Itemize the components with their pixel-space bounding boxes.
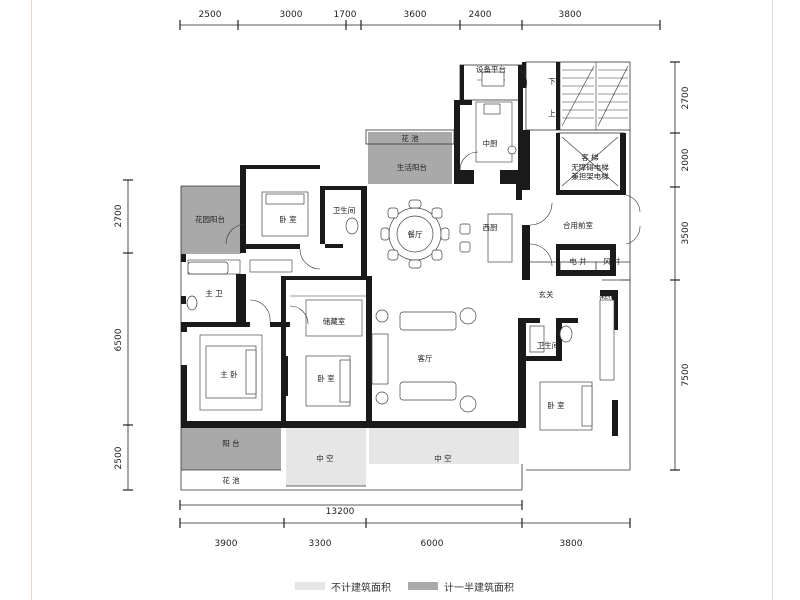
left-dim-1: 2700 bbox=[114, 204, 124, 227]
sofa-bottom bbox=[399, 381, 457, 401]
label-void-left: 中 空 bbox=[316, 453, 333, 463]
thin-outlines bbox=[180, 61, 631, 491]
label-shoe-cabinet: 鞋柜 bbox=[601, 290, 616, 300]
label-stair-up: 上 bbox=[548, 109, 556, 118]
bottom-balcony-fill bbox=[181, 428, 281, 470]
right-dim-1: 2700 bbox=[681, 86, 691, 109]
label-bathroom-e: 卫生间 bbox=[537, 340, 560, 350]
label-elevator: 客 梯 bbox=[581, 152, 599, 162]
legend-text-not-counted: 不计建筑面积 bbox=[331, 582, 391, 594]
walls bbox=[181, 62, 626, 436]
left-dim-3: 2500 bbox=[114, 446, 124, 469]
label-middle-kitchen: 中厨 bbox=[483, 138, 498, 148]
label-flower-bed-top: 花 池 bbox=[401, 133, 419, 143]
label-flower-bed-bottom: 花 池 bbox=[222, 475, 240, 485]
legend-not-counted: 不计建筑面积 bbox=[295, 578, 391, 594]
legend-swatch-light bbox=[295, 582, 325, 590]
top-dim-3: 1700 bbox=[334, 10, 357, 20]
bottom-dimension-chain: 3900 3300 6000 3800 bbox=[179, 518, 631, 549]
right-dim-2: 2000 bbox=[681, 148, 691, 171]
legend-text-half-counted: 计一半建筑面积 bbox=[444, 582, 514, 594]
bottom-dim-1: 3900 bbox=[215, 539, 238, 549]
legend-swatch-dark bbox=[408, 582, 438, 590]
page-frame-line-left bbox=[31, 0, 32, 600]
left-dim-2: 6500 bbox=[114, 328, 124, 351]
label-master-bed: 主 卧 bbox=[220, 369, 238, 379]
top-dim-5: 2400 bbox=[469, 10, 492, 20]
label-western-kitchen: 西厨 bbox=[483, 223, 498, 232]
label-garden-balcony: 花园阳台 bbox=[195, 214, 225, 224]
sofa-top bbox=[399, 311, 457, 331]
tv-console bbox=[371, 333, 389, 385]
void-left-fill bbox=[286, 428, 366, 486]
label-void-right: 中 空 bbox=[434, 453, 451, 463]
bottom-dim-4: 3800 bbox=[560, 539, 583, 549]
label-dining: 餐厅 bbox=[408, 230, 423, 239]
label-elec-shaft: 电 井 bbox=[569, 256, 587, 266]
top-dimension-chain: 2500 3000 1700 3600 2400 3800 bbox=[179, 10, 661, 30]
right-dimension-chain: 2700 2000 3500 7500 bbox=[670, 61, 691, 471]
right-dim-4: 7500 bbox=[681, 363, 691, 386]
label-bedroom-se: 卧 室 bbox=[547, 400, 565, 410]
label-shared-lobby: 合用前室 bbox=[563, 220, 593, 230]
label-master-bath: 主 卫 bbox=[205, 288, 223, 298]
garden-balcony-fill bbox=[181, 186, 241, 254]
label-elevator-note2: 兼担架电梯 bbox=[571, 171, 609, 181]
kitchen-island bbox=[487, 213, 513, 263]
total-width-dim: 13200 bbox=[326, 507, 355, 517]
toilet-n bbox=[345, 217, 359, 235]
label-bedroom-mid: 卧 室 bbox=[317, 373, 335, 383]
label-elevator-note1: 无障碍电梯 bbox=[571, 162, 609, 172]
label-bathroom-n: 卫生间 bbox=[333, 205, 356, 215]
area-fills bbox=[181, 62, 630, 486]
right-dim-3: 3500 bbox=[681, 221, 691, 244]
label-bedroom-nw: 卧 室 bbox=[279, 214, 297, 224]
label-living: 客厅 bbox=[418, 353, 433, 363]
furniture bbox=[186, 71, 615, 431]
page-frame-line-right bbox=[772, 0, 773, 600]
top-dim-6: 3800 bbox=[559, 10, 582, 20]
label-foyer: 玄关 bbox=[539, 289, 554, 299]
label-equipment-platform: 设备平台 bbox=[476, 64, 506, 74]
stair-treads bbox=[561, 65, 629, 187]
top-dim-1: 2500 bbox=[199, 10, 222, 20]
bottom-dim-2: 3300 bbox=[309, 539, 332, 549]
service-balcony-fill bbox=[368, 132, 452, 184]
top-dim-2: 3000 bbox=[280, 10, 303, 20]
label-stair-down: 下 bbox=[548, 77, 556, 86]
label-service-balcony: 生活阳台 bbox=[397, 162, 427, 172]
overall-dimension: 13200 bbox=[179, 500, 523, 517]
bottom-dim-3: 6000 bbox=[421, 539, 444, 549]
void-right-fill bbox=[369, 428, 519, 464]
lobby-fill bbox=[526, 62, 630, 262]
label-balcony: 阳 台 bbox=[222, 438, 239, 448]
top-dim-4: 3600 bbox=[404, 10, 427, 20]
left-dimension-chain: 2700 6500 2500 bbox=[114, 179, 133, 491]
legend-half-counted: 计一半建筑面积 bbox=[408, 578, 514, 594]
room-labels: 设备平台 下 上 花 池 中厨 生活阳台 花园阳台 卧 室 卫生间 餐厅 西厨 … bbox=[195, 64, 621, 485]
label-storage: 储藏室 bbox=[323, 316, 346, 326]
label-air-shaft: 风 井 bbox=[603, 256, 621, 266]
